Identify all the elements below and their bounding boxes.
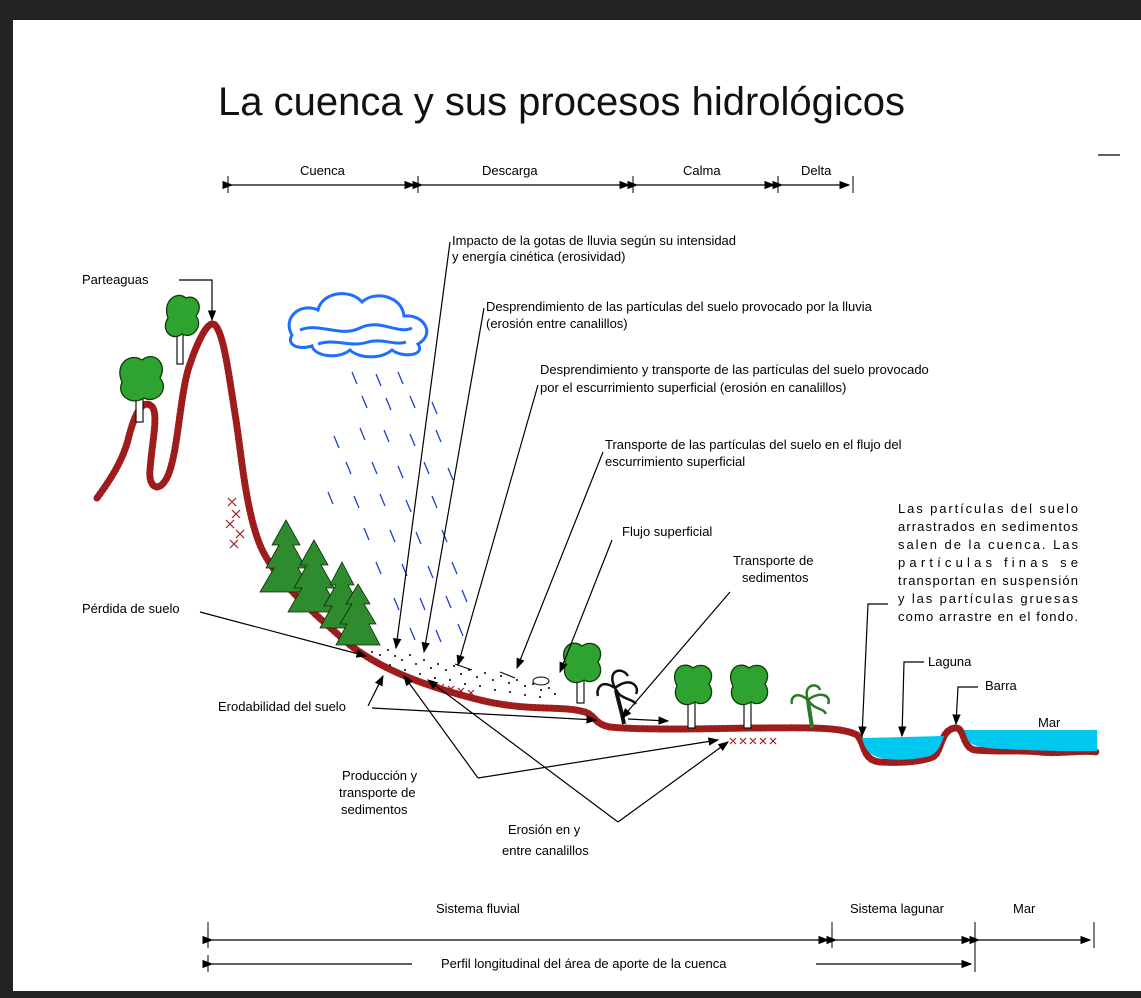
zone-cuenca: Cuenca [300, 163, 346, 178]
sediment-exit-text: Las partículas del suelo arrastrados en … [898, 501, 1079, 624]
rain-drops [327, 371, 468, 643]
tree-icon-3 [563, 642, 602, 704]
label-transp-esc-2: por el escurrimiento superficial (erosió… [540, 380, 846, 395]
tree-icon-5 [730, 664, 769, 729]
zone-sistema-lagunar: Sistema lagunar [850, 901, 945, 916]
page-title: La cuenca y sus procesos hidrológicos [218, 80, 906, 124]
bottom-zones: Sistema fluvial Sistema lagunar Mar Perf… [202, 901, 1095, 972]
top-zones: Cuenca Descarga Calma Delta [222, 163, 854, 193]
label-erosion-2: entre canalillos [502, 843, 589, 858]
label-impacto-1: Impacto de la gotas de lluvia según su i… [452, 233, 736, 248]
svg-text:y las partículas gruesas: y las partículas gruesas [898, 591, 1079, 606]
palm-icon-2 [790, 684, 831, 729]
svg-text:como arrastre en el fondo.: como arrastre en el fondo. [898, 609, 1078, 624]
tree-icon-1 [164, 294, 200, 365]
zone-sistema-fluvial: Sistema fluvial [436, 901, 520, 916]
lagoon-water [862, 736, 944, 760]
erosion-marks [225, 497, 777, 745]
sea-water [964, 730, 1097, 752]
zone-mar: Mar [1013, 901, 1036, 916]
cloud-icon [287, 292, 429, 359]
label-flujo-esc-2: escurrimiento superficial [605, 454, 745, 469]
tree-icon-4 [674, 664, 713, 729]
pine-trees [259, 519, 381, 646]
svg-text:transportan en suspensión: transportan en suspensión [898, 573, 1078, 588]
label-desprend-2: (erosión entre canalillos) [486, 316, 628, 331]
label-impacto-2: y energía cinética (erosividad) [452, 249, 625, 264]
label-laguna: Laguna [928, 654, 972, 669]
label-produccion-1: Producción y [342, 768, 418, 783]
svg-text:Las partículas del suelo: Las partículas del suelo [898, 501, 1078, 516]
label-transp-sed-2: sedimentos [742, 570, 809, 585]
svg-text:partículas finas se: partículas finas se [898, 555, 1078, 570]
label-mar-water: Mar [1038, 715, 1061, 730]
label-perdida-suelo: Pérdida de suelo [82, 601, 180, 616]
tree-icon-2 [119, 355, 165, 423]
label-parteaguas: Parteaguas [82, 272, 149, 287]
palm-icon-1 [596, 669, 639, 725]
zone-calma: Calma [683, 163, 721, 178]
zone-descarga: Descarga [482, 163, 538, 178]
label-erosion-1: Erosión en y [508, 822, 581, 837]
label-desprend-1: Desprendimiento de las partículas del su… [486, 299, 873, 314]
label-produccion-3: sedimentos [341, 802, 408, 817]
label-barra: Barra [985, 678, 1018, 693]
svg-text:arrastrados en sedimentos: arrastrados en sedimentos [898, 519, 1079, 534]
label-erodabilidad: Erodabilidad del suelo [218, 699, 346, 714]
label-flujo-superficial: Flujo superficial [622, 524, 712, 539]
svg-text:salen de la cuenca. Las: salen de la cuenca. Las [898, 537, 1079, 552]
label-produccion-2: transporte de [339, 785, 416, 800]
label-flujo-esc-1: Transporte de las partículas del suelo e… [605, 437, 902, 452]
zone-delta: Delta [801, 163, 832, 178]
perfil-label: Perfil longitudinal del área de aporte d… [441, 956, 727, 971]
label-transp-sed-1: Transporte de [733, 553, 813, 568]
label-transp-esc-1: Desprendimiento y transporte de las part… [540, 362, 929, 377]
